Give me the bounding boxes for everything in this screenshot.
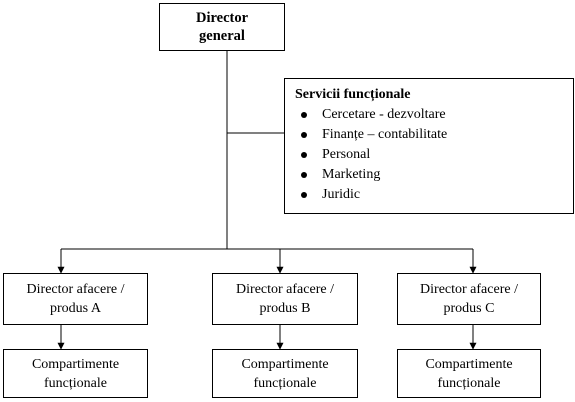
director-a-line2: produs A (50, 301, 101, 316)
compartment-a-box: Compartimente funcționale (3, 349, 148, 398)
compartment-c-line2: funcționale (437, 375, 501, 391)
director-b-box: Director afacere / produs B (212, 273, 358, 325)
services-title: Servicii funcționale (295, 87, 411, 102)
director-a-line1: Director afacere / (26, 282, 125, 297)
service-label: Marketing (322, 167, 381, 182)
director-general-line2: general (199, 28, 245, 44)
compartment-b-line2: funcționale (253, 375, 317, 391)
director-general-line1: Director (195, 10, 249, 26)
bullet-icon (301, 152, 307, 158)
compartment-c-line1: Compartimente (425, 356, 513, 372)
bullet-icon (301, 132, 307, 138)
bullet-icon (301, 192, 307, 198)
functional-services-box: Servicii funcționale Cercetare - dezvolt… (284, 78, 574, 214)
services-list: Cercetare - dezvoltare Finanțe – contabi… (295, 105, 563, 205)
list-item: Marketing (295, 165, 563, 185)
compartment-a-line1: Compartimente (31, 356, 120, 372)
service-label: Finanțe – contabilitate (322, 127, 448, 142)
director-b-line2: produs B (259, 301, 311, 316)
director-b-line1: Director afacere / (236, 282, 334, 297)
bullet-icon (301, 112, 307, 118)
list-item: Cercetare - dezvoltare (295, 105, 563, 125)
service-label: Cercetare - dezvoltare (322, 107, 446, 122)
list-item: Finanțe – contabilitate (295, 125, 563, 145)
director-a-box: Director afacere / produs A (3, 273, 148, 325)
service-label: Juridic (322, 187, 361, 202)
bullet-icon (301, 172, 307, 178)
list-item: Personal (295, 145, 563, 165)
compartment-a-line2: funcționale (44, 375, 107, 391)
compartment-b-box: Compartimente funcționale (212, 349, 358, 398)
director-c-line1: Director afacere / (420, 282, 518, 297)
director-general-box: Director general (159, 3, 285, 51)
director-c-line2: produs C (443, 301, 495, 316)
service-label: Personal (322, 147, 371, 162)
compartment-c-box: Compartimente funcționale (397, 349, 541, 398)
director-c-box: Director afacere / produs C (397, 273, 541, 325)
compartment-b-line1: Compartimente (241, 356, 329, 372)
list-item: Juridic (295, 185, 563, 205)
